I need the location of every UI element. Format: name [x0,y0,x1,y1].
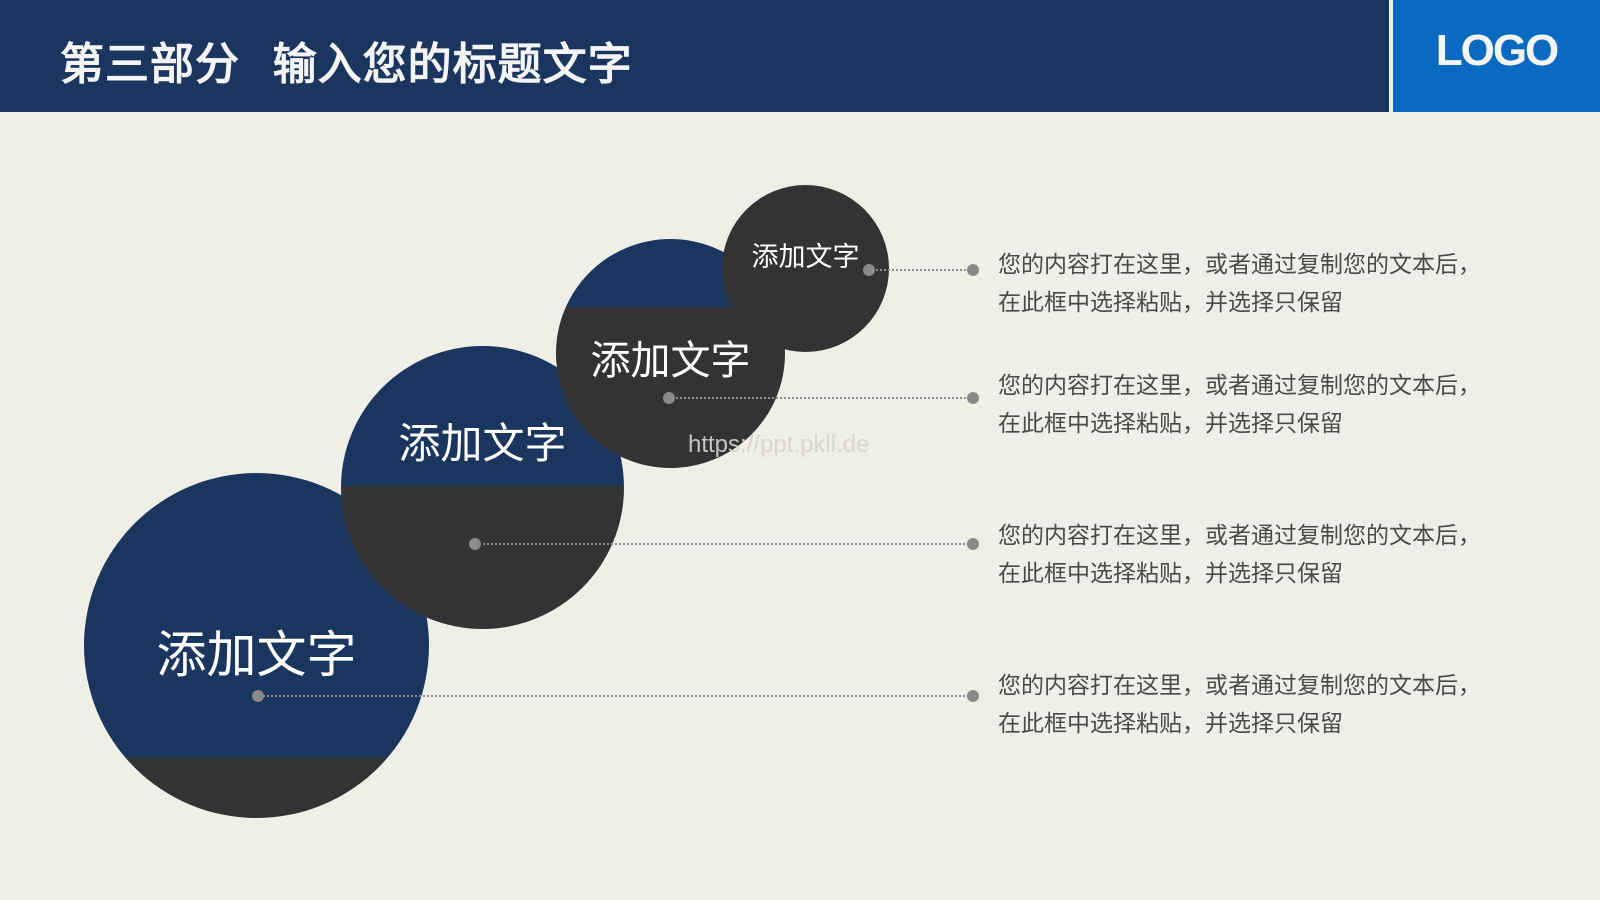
description-4: 您的内容打在这里，或者通过复制您的文本后， 在此框中选择粘贴，并选择只保留 [998,667,1558,743]
description-3-line-2: 在此框中选择粘贴，并选择只保留 [998,561,1343,587]
circle-3-dark-segment [341,486,624,629]
watermark: https://ppt.pkll.de [688,431,870,458]
description-4-line-2: 在此框中选择粘贴，并选择只保留 [998,711,1343,737]
description-4-line-1: 您的内容打在这里，或者通过复制您的文本后， [998,673,1481,699]
description-1-line-1: 您的内容打在这里，或者通过复制您的文本后， [998,252,1481,278]
logo: LOGO [1435,26,1560,75]
connector-start-dot-1 [863,264,875,276]
description-3-line-1: 您的内容打在这里，或者通过复制您的文本后， [998,523,1481,549]
connector-line-3 [475,543,973,545]
page-title: 第三部分 输入您的标题文字 [60,39,633,90]
circle-2-dark-segment [556,307,785,468]
connector-line-1 [869,269,973,271]
connector-end-dot-1 [967,264,979,276]
header-bar: 第三部分 输入您的标题文字 [0,0,1389,112]
description-1-line-2: 在此框中选择粘贴，并选择只保留 [998,290,1343,316]
connector-start-dot-3 [469,538,481,550]
circle-4-dark-segment [84,758,429,818]
connector-line-4 [258,695,973,697]
circle-3-label: 添加文字 [398,419,567,468]
connector-start-dot-4 [252,690,264,702]
connector-end-dot-4 [967,690,979,702]
description-2-line-2: 在此框中选择粘贴，并选择只保留 [998,411,1343,437]
description-3: 您的内容打在这里，或者通过复制您的文本后， 在此框中选择粘贴，并选择只保留 [998,517,1558,593]
circle-4-label: 添加文字 [156,626,357,684]
description-2-line-1: 您的内容打在这里，或者通过复制您的文本后， [998,373,1481,399]
description-2: 您的内容打在这里，或者通过复制您的文本后， 在此框中选择粘贴，并选择只保留 [998,367,1558,443]
description-1: 您的内容打在这里，或者通过复制您的文本后， 在此框中选择粘贴，并选择只保留 [998,246,1558,322]
circle-1: 添加文字 [722,185,889,352]
logo-box: LOGO [1393,0,1600,112]
circle-1-label: 添加文字 [751,242,860,273]
circle-2-label: 添加文字 [590,338,751,384]
connector-end-dot-3 [967,538,979,550]
connector-start-dot-2 [663,392,675,404]
connector-line-2 [669,397,973,399]
connector-end-dot-2 [967,392,979,404]
